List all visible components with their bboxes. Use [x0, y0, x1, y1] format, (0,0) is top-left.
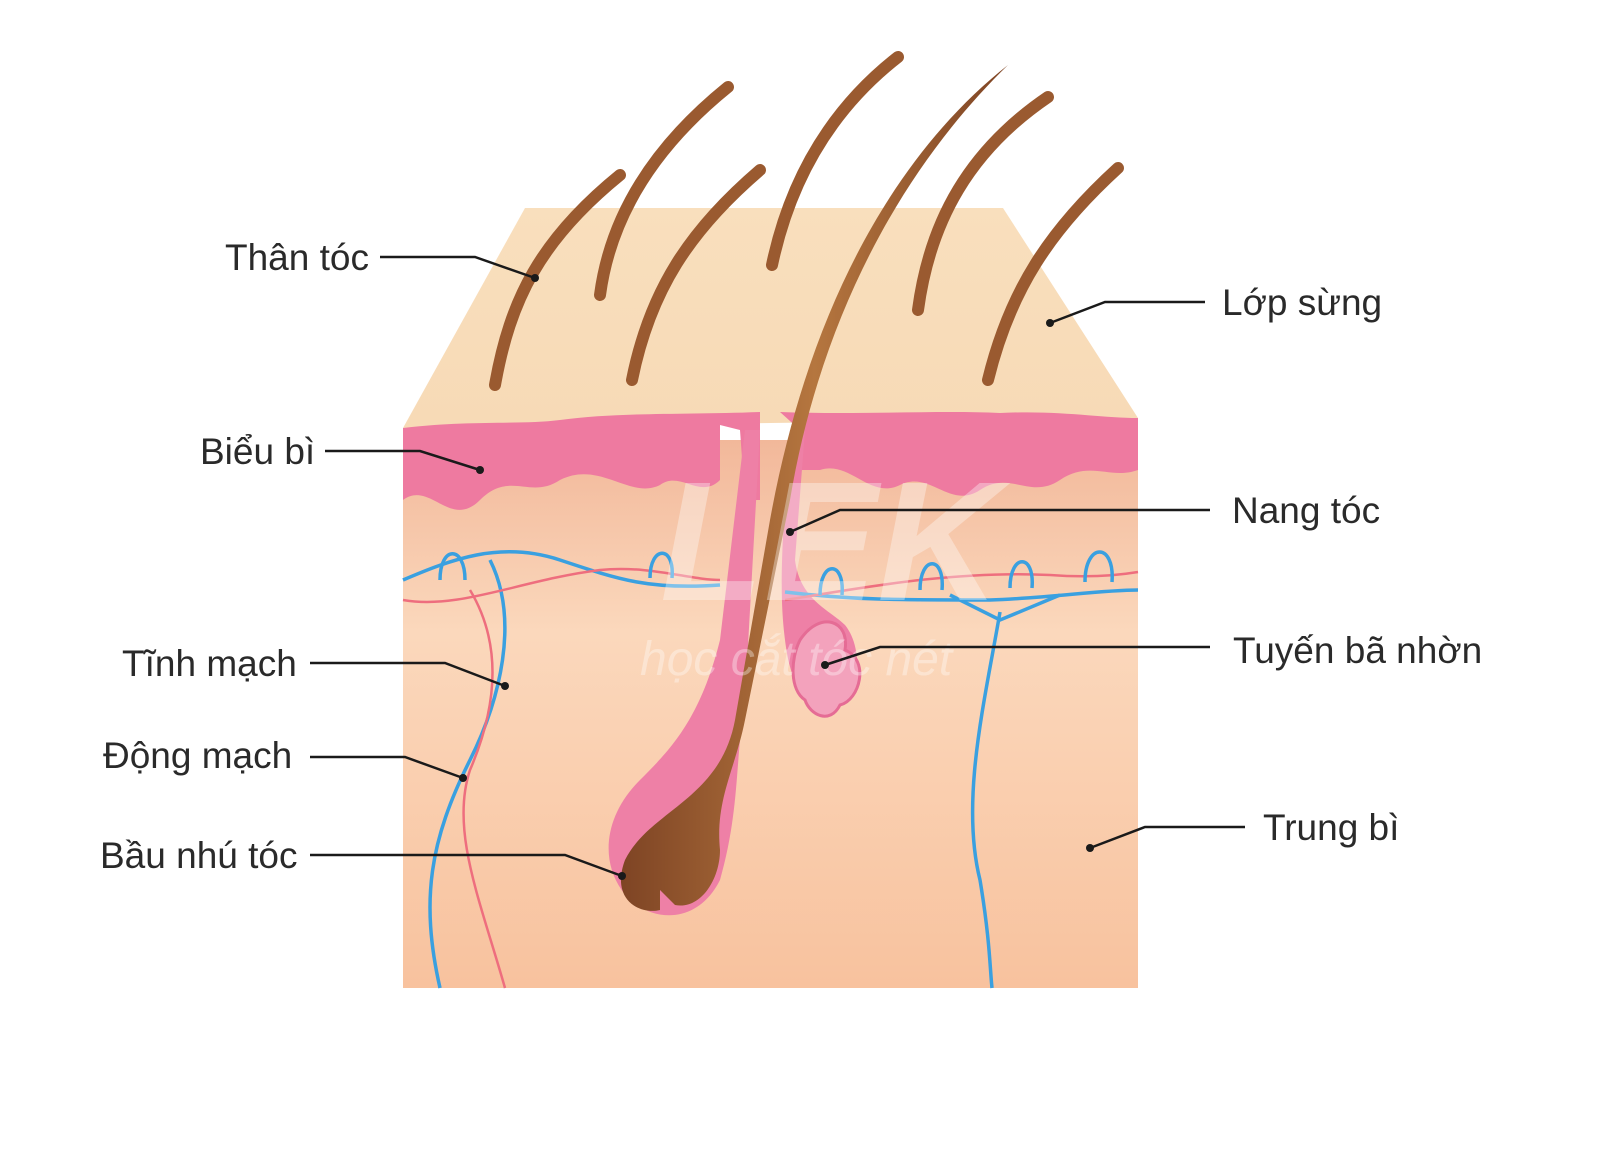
vein-left-descending — [428, 559, 507, 989]
label-lop-sung: Lớp sừng — [1222, 282, 1382, 323]
leader-dong-mach — [310, 755, 464, 780]
labels: Thân tóc Lớp sừng Biểu bì Nang tóc Tĩnh … — [100, 237, 1482, 876]
label-bieu-bi: Biểu bì — [200, 431, 315, 472]
hair-strand — [912, 91, 1054, 316]
label-dong-mach: Động mạch — [103, 735, 292, 776]
hair-strand — [626, 164, 766, 386]
hair-strand — [594, 81, 734, 301]
blood-vessels — [402, 549, 1139, 989]
leader-bau-nhu-toc — [310, 853, 623, 878]
stratum-corneum-layer — [403, 208, 1138, 428]
sebaceous-gland — [791, 620, 862, 718]
epidermis-layer-right — [780, 412, 1138, 496]
leader-lines — [310, 255, 1245, 880]
label-nang-toc: Nang tóc — [1232, 490, 1380, 531]
leader-tuyen-ba-nhon — [824, 645, 1210, 667]
watermark-tagline: học cắt tóc nét — [640, 633, 954, 686]
watermark-logo: LEK — [660, 447, 1011, 637]
leader-bieu-bi — [325, 449, 481, 472]
watermark: LEK học cắt tóc nét — [640, 447, 1011, 686]
label-tuyen-ba-nhon: Tuyến bã nhờn — [1233, 630, 1482, 671]
label-trung-bi: Trung bì — [1263, 807, 1399, 848]
artery-left-descending — [462, 589, 507, 989]
main-hair-shaft — [620, 65, 1008, 911]
hair-shafts — [489, 51, 1124, 911]
hair-strand — [766, 51, 904, 271]
leader-than-toc — [380, 255, 536, 280]
hair-strand — [982, 162, 1124, 386]
label-bau-nhu-toc: Bầu nhú tóc — [100, 835, 297, 876]
leader-trung-bi — [1089, 825, 1245, 850]
label-than-toc: Thân tóc — [225, 237, 369, 278]
hair-strand — [489, 169, 626, 391]
leader-tinh-mach — [310, 661, 506, 688]
vein-network — [402, 549, 1139, 602]
capillary-loops — [438, 550, 1114, 596]
vein-right-descending — [949, 593, 1061, 989]
artery-network — [402, 567, 1139, 604]
label-tinh-mach: Tĩnh mạch — [122, 643, 297, 684]
epidermis-layer — [403, 412, 760, 510]
leader-nang-toc — [789, 508, 1210, 534]
leader-lop-sung — [1049, 300, 1205, 325]
